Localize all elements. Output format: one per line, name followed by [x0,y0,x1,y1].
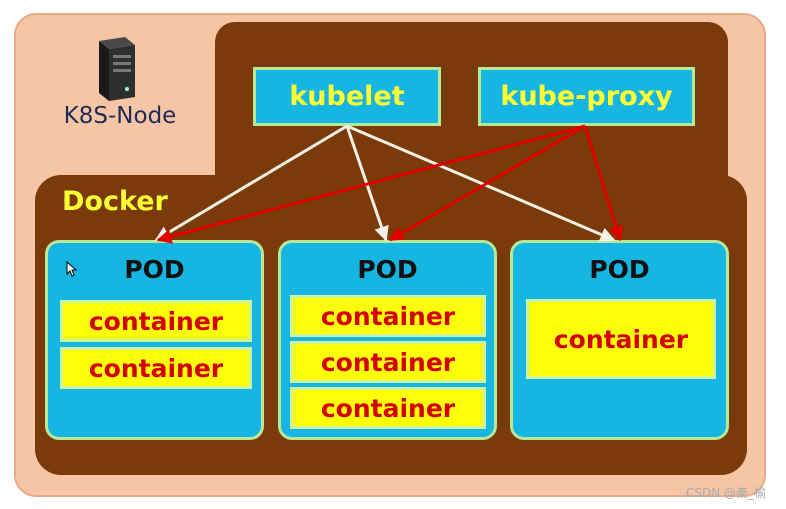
docker-label: Docker [62,186,168,217]
pod-title: POD [124,255,185,284]
kubelet-arrow-pod-1 [154,124,348,242]
container-box: container [290,295,486,337]
container-box: container [290,387,486,429]
kubelet-arrow-pod-3 [346,124,616,242]
pod-3: POD container [510,240,729,440]
kube-proxy-arrow-pod-3 [583,125,624,242]
server-icon [99,37,135,101]
kube-proxy-arrows [156,124,624,244]
container-box: container [60,300,252,342]
pod-title: POD [357,255,418,284]
container-box: container [60,347,252,389]
kube-proxy-arrow-pod-2 [388,124,586,242]
pod-1: POD container container [45,240,264,440]
watermark: CSDN @秦_榆 [686,486,767,500]
node-label: K8S-Node [63,103,177,129]
kube-proxy-box: kube-proxy [478,67,695,126]
mouse-cursor-icon [66,261,78,277]
kubelet-box: kubelet [253,67,441,126]
pod-2: POD container container container [278,240,497,440]
pod-title: POD [589,255,650,284]
container-box: container [526,299,716,379]
kube-proxy-arrow-pod-1 [156,124,586,244]
container-box: container [290,341,486,383]
